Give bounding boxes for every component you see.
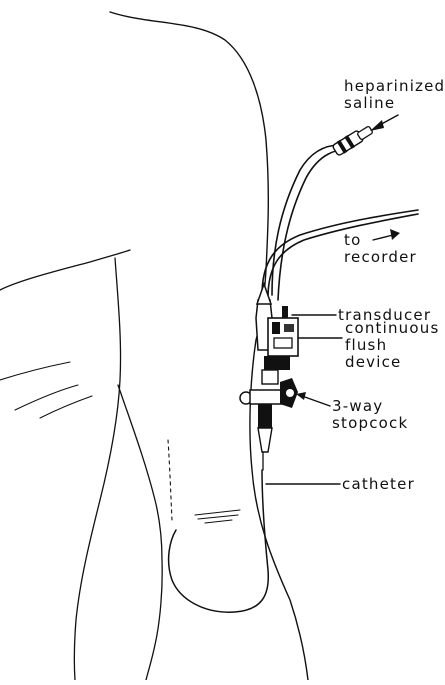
label-catheter: catheter [342,476,415,493]
stopcock-stem [258,404,272,428]
chest-side-contour [100,258,121,500]
stopcock-leader [302,396,330,406]
label-continuous-flush-device: continuous flush device [345,320,440,371]
stopcock-upper-body [262,370,278,384]
flush-device-window-1 [272,322,280,334]
label-3-way-line: 3-way [332,398,408,415]
label-continuous-line: continuous [345,320,440,337]
flush-device-valve [274,338,292,348]
inner-arm-contour [118,385,162,680]
flush-device-window-2 [284,324,294,332]
armpit-fold-line [0,250,130,290]
torso-contour [74,500,100,680]
stopcock-handle-knob [286,389,294,397]
saline-tube-left [272,145,340,295]
label-catheter-line: catheter [342,476,415,493]
label-3-way-stopcock: 3-way stopcock [332,398,408,432]
rib-line-3 [40,396,92,418]
label-recorder-line: recorder [344,249,417,266]
catheter-hub [258,428,272,452]
label-device-line: device [345,354,440,371]
skin-hatch-3 [205,520,232,523]
monitoring-assembly [240,284,298,470]
label-to-line: to [344,232,417,249]
rib-line-2 [15,385,78,410]
elbow-crease-dashed [168,440,172,520]
saline-connector [332,126,373,156]
skin-hatch-2 [198,515,238,519]
saline-arrow-head [370,120,384,131]
rib-line-1 [0,362,70,380]
catheter-tube [169,470,269,612]
label-heparinized-saline: heparinized saline [344,78,445,112]
label-to-recorder: to recorder [344,232,417,266]
skin-hatch-1 [195,510,240,515]
label-stopcock-line: stopcock [332,415,408,432]
flush-device-base [264,356,290,370]
label-heparinized-line: heparinized [344,78,445,95]
label-saline-line: saline [344,95,445,112]
label-flush-line: flush [345,337,440,354]
tubing [169,145,418,612]
